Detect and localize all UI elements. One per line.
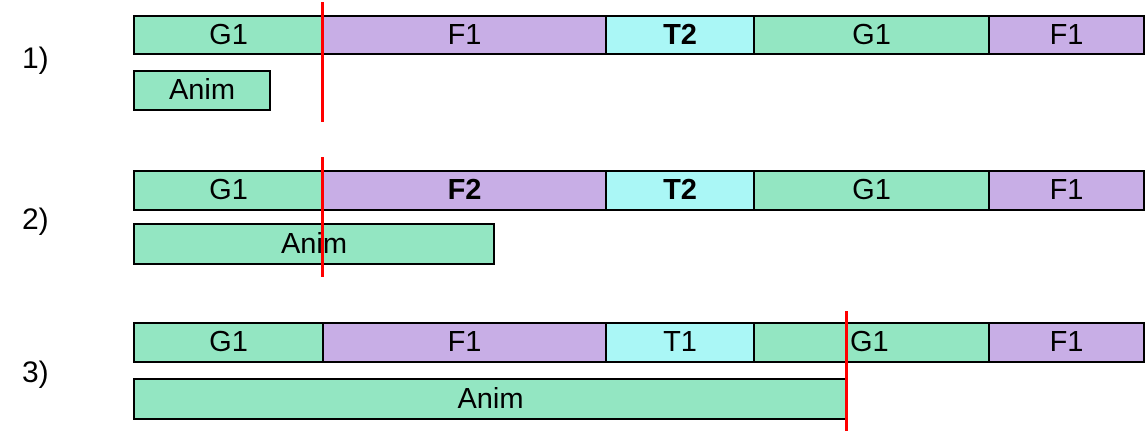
seg-text: T2 bbox=[663, 174, 697, 206]
seg-text: G1 bbox=[209, 326, 248, 358]
row-2-anim-bar: Anim bbox=[133, 223, 495, 265]
row-3-seg-4 bbox=[753, 322, 990, 363]
row-3-label: 3) bbox=[22, 356, 49, 389]
seg-text: G1 bbox=[209, 18, 248, 51]
seg-text: T1 bbox=[663, 326, 697, 358]
row-1-seg-5: F1 bbox=[988, 15, 1145, 55]
row-1-seg-1: G1 bbox=[133, 15, 324, 55]
row-1-label: 1) bbox=[22, 42, 49, 75]
row-3-seg-2: F1 bbox=[322, 322, 607, 363]
seg-text: G1 bbox=[209, 174, 248, 206]
row-1-anim-bar: Anim bbox=[133, 70, 271, 111]
row-1-seg-4: G1 bbox=[753, 15, 990, 55]
seg-text: F1 bbox=[1049, 326, 1084, 358]
anim-text: Anim bbox=[280, 227, 348, 260]
row-3-seg-3: T1 bbox=[605, 322, 755, 363]
seg-text: F1 bbox=[1049, 174, 1084, 206]
seg-text: F1 bbox=[447, 18, 482, 51]
seg-text: G1 bbox=[852, 18, 891, 51]
seg-text: G1 bbox=[852, 174, 891, 206]
row-2-label: 2) bbox=[22, 203, 49, 236]
seg-text: F1 bbox=[1049, 18, 1084, 51]
row-2-seg-4: G1 bbox=[753, 170, 990, 211]
row-2-seg-1: G1 bbox=[133, 170, 324, 211]
row-2-seg-5: F1 bbox=[988, 170, 1145, 211]
row-1-red-marker bbox=[321, 2, 324, 122]
row-2-seg-2: F2 bbox=[322, 170, 607, 211]
row-3-red-marker bbox=[845, 311, 848, 431]
row-2-red-marker bbox=[321, 157, 324, 277]
anim-text: Anim bbox=[168, 74, 236, 106]
row-2-seg-3: T2 bbox=[605, 170, 755, 211]
row-1-seg-2: F1 bbox=[322, 15, 607, 55]
row-3-seg-5: F1 bbox=[988, 322, 1145, 363]
seg-text: F2 bbox=[447, 174, 482, 206]
row-3-anim-bar: Anim bbox=[133, 378, 848, 420]
seg-text: T2 bbox=[663, 18, 697, 51]
row-1-seg-3: T2 bbox=[605, 15, 755, 55]
anim-text: Anim bbox=[457, 382, 524, 415]
seg-text: F1 bbox=[447, 326, 482, 358]
row-3-overlay-label: G1 bbox=[850, 326, 889, 358]
row-3-seg-1: G1 bbox=[133, 322, 324, 363]
